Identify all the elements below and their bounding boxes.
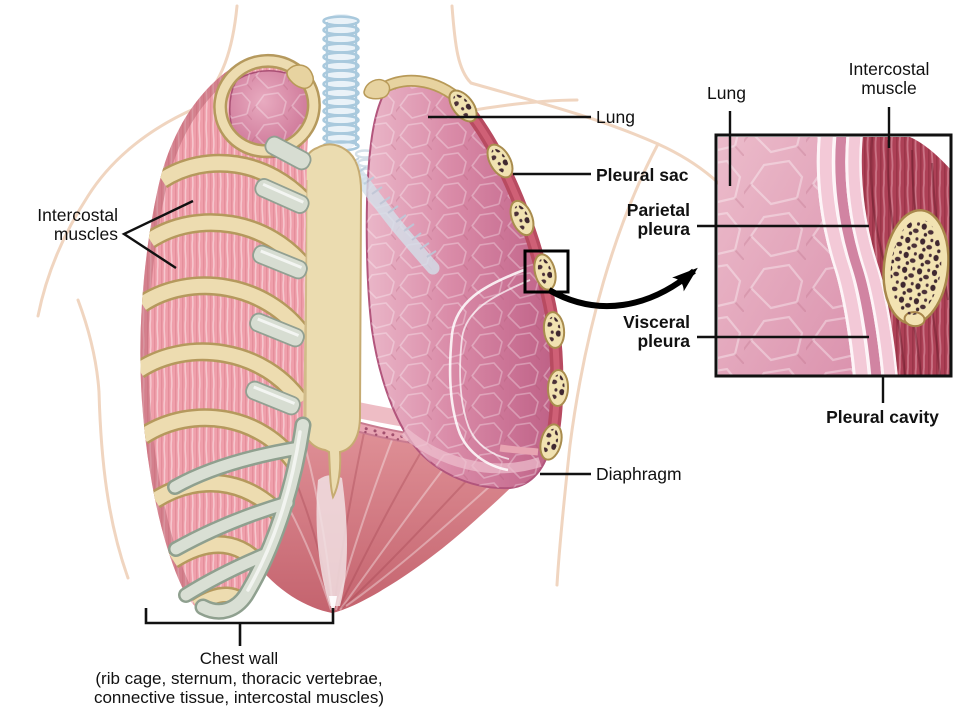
zoom-source-rectangle [523, 249, 570, 294]
label-pleural-sac: Pleural sac [596, 165, 689, 185]
rib-cage [140, 53, 321, 620]
lung-fissure [448, 268, 531, 472]
zoom-arrow [547, 267, 698, 310]
label-pleural-cavity: Pleural cavity [826, 407, 939, 427]
inset-rib-bone [882, 208, 950, 328]
label-inset-intercostal-muscle: Intercostal muscle [848, 59, 930, 98]
label-lung: Lung [596, 107, 635, 127]
chest-wall-detail-1: (rib cage, sternum, thoracic vertebrae, [95, 668, 383, 688]
trachea [322, 14, 382, 186]
inset-leader-lines [697, 107, 891, 403]
label-intercostal-muscles: Intercostal muscles [37, 205, 118, 244]
chest-wall-detail-2: connective tissue, intercostal muscles) [93, 688, 385, 707]
costal-cartilage-stubs [245, 178, 310, 416]
costal-margin-cartilage [167, 416, 312, 620]
label-inset-lung: Lung [707, 83, 746, 103]
left-lung-apex [213, 53, 321, 171]
label-visceral-pleura: Visceral pleura [623, 312, 690, 351]
chest-wall-caption: Chest wall (rib cage, sternum, thoracic … [38, 649, 440, 708]
label-parietal-pleura: Parietal pleura [626, 200, 690, 239]
chest-wall-title: Chest wall [199, 649, 279, 668]
rib-cross-sections [448, 89, 570, 461]
inset-pleura-detail [697, 107, 953, 403]
leader-lines [121, 115, 591, 476]
chest-wall-bracket [144, 608, 335, 646]
label-diaphragm: Diaphragm [596, 464, 682, 484]
right-lung [339, 74, 570, 490]
inset-border [714, 133, 953, 378]
